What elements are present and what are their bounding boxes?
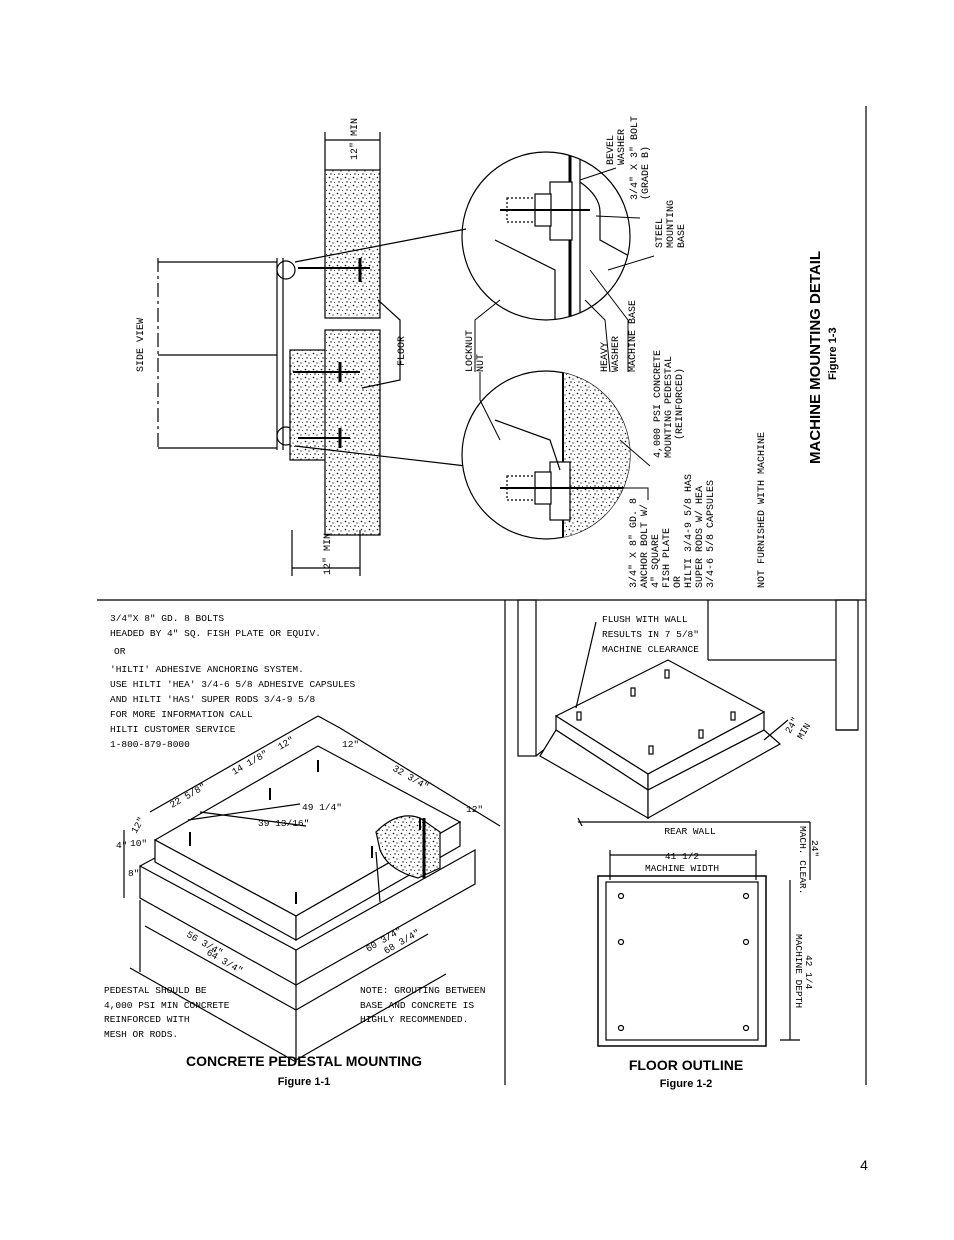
fig2-iso-drawing	[517, 599, 859, 820]
svg-text:HILTI CUSTOMER SERVICE: HILTI CUSTOMER SERVICE	[110, 724, 236, 735]
svg-text:MACHINE DEPTH: MACHINE DEPTH	[793, 934, 804, 1008]
detail-circle-bottom	[461, 370, 631, 540]
svg-text:12": 12"	[342, 739, 359, 750]
locknut-label-2: NUT	[476, 354, 487, 372]
bevel-washer-label-1: BEVEL	[606, 135, 617, 165]
svg-text:PEDESTAL SHOULD BE: PEDESTAL SHOULD BE	[104, 985, 207, 996]
svg-text:BASE AND CONCRETE IS: BASE AND CONCRETE IS	[360, 1000, 474, 1011]
svg-text:MACH. CLEAR.: MACH. CLEAR.	[797, 826, 808, 894]
min-top-label: 12" MIN	[349, 118, 361, 160]
svg-text:42 1/4: 42 1/4	[803, 955, 814, 990]
svg-text:4,000 PSI MIN CONCRETE: 4,000 PSI MIN CONCRETE	[104, 1000, 230, 1011]
fig1-caption: Figure 1-1	[278, 1076, 331, 1088]
svg-text:HIGHLY RECOMMENDED.: HIGHLY RECOMMENDED.	[360, 1014, 468, 1025]
anchor-label-4: FISH PLATE	[662, 528, 673, 588]
fig1-title: CONCRETE PEDESTAL MOUNTING	[186, 1053, 422, 1069]
svg-text:REINFORCED WITH: REINFORCED WITH	[104, 1014, 190, 1025]
svg-text:39 13/16": 39 13/16"	[258, 818, 309, 829]
svg-text:41 1/2: 41 1/2	[665, 851, 700, 862]
svg-text:MACHINE WIDTH: MACHINE WIDTH	[645, 863, 719, 874]
svg-text:NOTE: GROUTING BETWEEN: NOTE: GROUTING BETWEEN	[360, 985, 485, 996]
page-number: 4	[860, 1157, 868, 1173]
fig2-plan-drawing	[577, 817, 811, 1047]
floor-label: FLOOR	[397, 336, 408, 366]
hilti-label-4: 3/4-6 5/8 CAPSULES	[705, 480, 717, 588]
bolt-label-2: (GRADE B)	[640, 146, 652, 200]
svg-text:10": 10"	[130, 838, 147, 849]
not-furnished-label: NOT FURNISHED WITH MACHINE	[757, 432, 768, 588]
svg-text:REAR WALL: REAR WALL	[664, 826, 716, 837]
detail-circle-top	[461, 151, 631, 321]
frame-lines	[97, 106, 867, 1085]
fig1-pedestal-drawing	[123, 715, 501, 1063]
bevel-washer-label-2: WASHER	[617, 129, 628, 165]
anchor-label-1: 3/4" X 8" GD. 8	[628, 498, 640, 588]
svg-text:3/4"X 8" GD. 8 BOLTS: 3/4"X 8" GD. 8 BOLTS	[110, 613, 224, 624]
svg-text:AND HILTI 'HAS' SUPER RODS 3/4: AND HILTI 'HAS' SUPER RODS 3/4-9 5/8	[110, 694, 316, 705]
fig1-notes: 3/4"X 8" GD. 8 BOLTS HEADED BY 4" SQ. FI…	[110, 613, 355, 750]
svg-text:MACHINE CLEARANCE: MACHINE CLEARANCE	[602, 644, 699, 655]
min-bottom-label: 12" MIN	[322, 533, 334, 575]
machine-base-label: MACHINE BASE	[628, 300, 639, 372]
svg-text:8": 8"	[128, 868, 139, 879]
svg-text:MESH OR RODS.: MESH OR RODS.	[104, 1029, 178, 1040]
svg-text:'HILTI' ADHESIVE ANCHORING SYS: 'HILTI' ADHESIVE ANCHORING SYSTEM.	[110, 664, 304, 675]
svg-text:FOR MORE INFORMATION CALL: FOR MORE INFORMATION CALL	[110, 709, 253, 720]
steel-base-label-3: BASE	[677, 224, 688, 248]
anchor-label-3: 4" SQUARE	[650, 534, 662, 588]
fig3-title: MACHINE MOUNTING DETAIL	[807, 251, 824, 464]
hilti-label-3: SUPER RODS W/ HEA	[694, 486, 706, 588]
svg-text:1-800-879-8000: 1-800-879-8000	[110, 739, 190, 750]
svg-text:HEADED BY 4" SQ. FISH PLATE OR: HEADED BY 4" SQ. FISH PLATE OR EQUIV.	[110, 628, 321, 639]
svg-text:RESULTS IN 7 5/8": RESULTS IN 7 5/8"	[602, 629, 699, 640]
svg-text:49 1/4": 49 1/4"	[302, 802, 342, 813]
hilti-label-2: HILTI 3/4-9 5/8 HAS	[683, 474, 695, 588]
fig2-title: FLOOR OUTLINE	[629, 1057, 743, 1073]
svg-text:FLUSH WITH WALL: FLUSH WITH WALL	[602, 614, 688, 625]
svg-text:USE HILTI 'HEA' 3/4-6 5/8 ADHE: USE HILTI 'HEA' 3/4-6 5/8 ADHESIVE CAPSU…	[110, 679, 355, 690]
svg-text:24": 24"	[809, 840, 820, 857]
bolt-label-1: 3/4" X 3" BOLT	[629, 116, 641, 200]
fig2-plan-labels: REAR WALL 41 1/2 MACHINE WIDTH 24" MACH.…	[645, 826, 820, 1008]
svg-text:OR: OR	[114, 646, 126, 657]
hilti-label-1: OR	[673, 576, 684, 588]
fig3-side-view-drawing	[157, 132, 467, 576]
heavy-washer-label-1: HEAVY	[600, 342, 611, 372]
svg-text:4": 4"	[116, 840, 127, 851]
svg-text:12": 12"	[276, 735, 296, 753]
fig2-caption: Figure 1-2	[660, 1078, 713, 1090]
locknut-label-1: LOCKNUT	[465, 330, 476, 372]
steel-base-label-2: MOUNTING	[666, 200, 677, 248]
fig3-caption: Figure 1-3	[827, 327, 839, 380]
svg-text:12": 12"	[129, 815, 147, 835]
fig1-footnotes: PEDESTAL SHOULD BE 4,000 PSI MIN CONCRET…	[104, 985, 485, 1040]
pedestal-label-1: 4,000 PSI CONCRETE	[653, 350, 664, 458]
side-view-label: SIDE VIEW	[136, 318, 147, 372]
pedestal-label-2: MOUNTING PEDESTAL	[664, 356, 675, 458]
anchor-label-2: ANCHOR BOLT W/	[639, 504, 651, 588]
heavy-washer-label-2: WASHER	[611, 336, 622, 372]
pedestal-label-3: (REINFORCED)	[674, 368, 686, 440]
fig3-labels: SIDE VIEW 12" MIN 12" MIN FLOOR BEVEL WA…	[136, 116, 839, 588]
fig3-leaders	[474, 167, 655, 500]
svg-text:22 5/8": 22 5/8"	[168, 781, 208, 810]
svg-text:12": 12"	[466, 804, 483, 815]
steel-base-label-1: STEEL	[655, 218, 666, 248]
